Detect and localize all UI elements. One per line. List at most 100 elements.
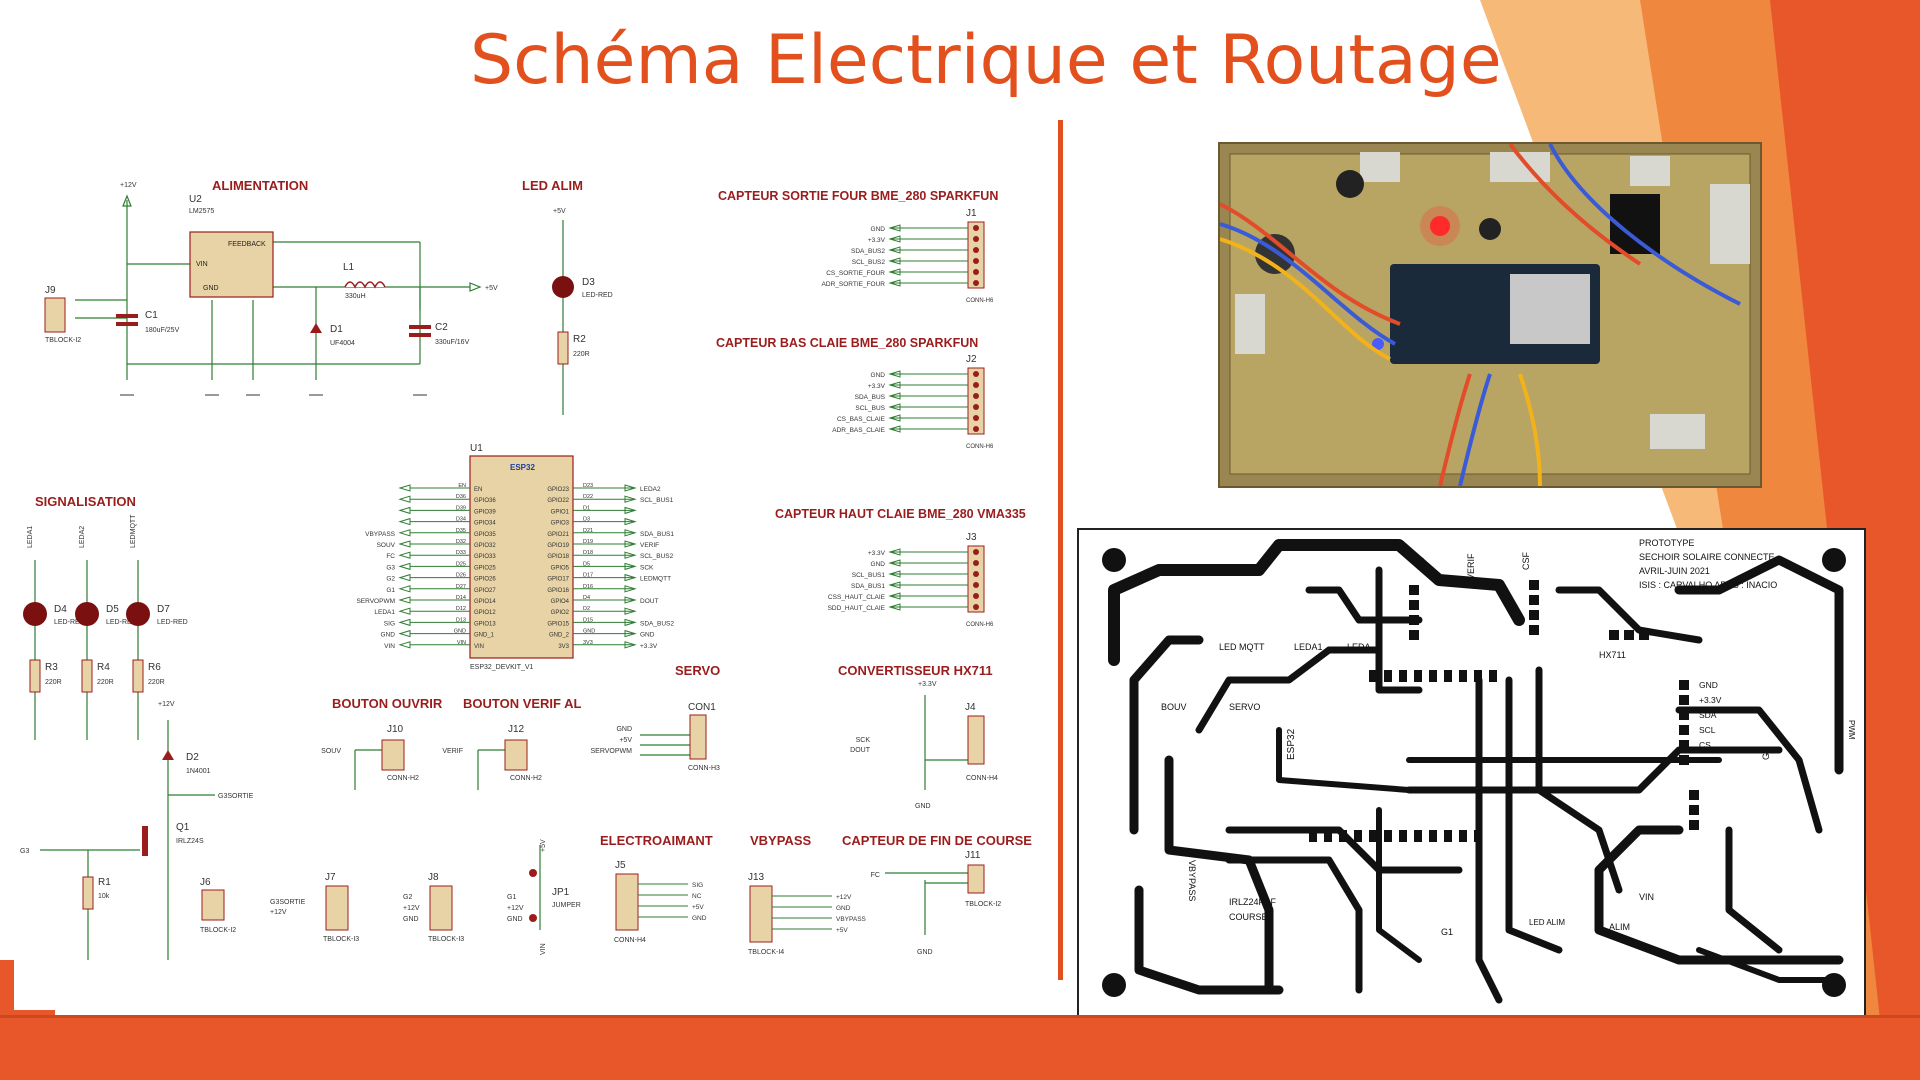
capteur_sortie-title: CAPTEUR SORTIE FOUR BME_280 SPARKFUN (718, 189, 998, 203)
r2-value: 220R (573, 351, 590, 358)
servo-connector (689, 714, 707, 760)
net-arrow-icon (624, 596, 637, 604)
capteur_bas-part: CONN-H6 (966, 444, 994, 450)
esp32-right-pin-num: D1 (583, 505, 590, 511)
d5-value: LED-RED (106, 619, 137, 626)
v5-out-label: +5V (485, 285, 498, 292)
j7-net-1: G2 (403, 894, 412, 901)
j10-ref: J10 (387, 724, 404, 735)
d3-value: LED-RED (582, 292, 613, 299)
net-arrow-icon (624, 607, 637, 615)
d4-ref: D4 (54, 604, 67, 615)
pcb-label-hx711: HX711 (1599, 650, 1626, 660)
j9-ref: J9 (45, 285, 56, 296)
connector-pin-icon (973, 582, 979, 588)
j4-part: CONN-H4 (966, 775, 998, 782)
net-arrow-icon (888, 235, 901, 243)
servo-net-5v: +5V (619, 737, 632, 744)
j7-net-3: GND (403, 916, 419, 923)
net-arrow-icon (624, 618, 637, 627)
electroaimant-net: GND (692, 915, 707, 922)
signalisation-title: SIGNALISATION (35, 494, 136, 509)
connector-pin-icon (973, 426, 979, 432)
j12-net: VERIF (442, 748, 463, 755)
net-arrow-icon (398, 596, 411, 604)
net-arrow-icon (398, 629, 411, 638)
net-arrow-icon (888, 414, 901, 422)
connector-pin-icon (973, 236, 979, 242)
signal-led-2: LEDA2 D5 LED-RED R4 220R (75, 526, 137, 693)
esp32-left-net: FC (386, 553, 395, 560)
pcb-right-pin-label: ADR (1699, 755, 1717, 765)
capacitor-c2-plate-icon (409, 333, 431, 337)
capteur_haut-net: SCL_BUS1 (852, 572, 886, 579)
net-arrow-icon (398, 562, 411, 571)
terminal-block-4-photo (1710, 184, 1750, 264)
esp32-right-pin: GPIO18 (547, 554, 569, 560)
esp32-left-pin: GPIO35 (474, 532, 496, 538)
d4-value: LED-RED (54, 619, 85, 626)
pcb-label-led-alim: LED ALIM (1529, 918, 1565, 927)
led-d5-icon (75, 602, 99, 626)
mosfet-q1-icon (142, 826, 148, 856)
pcb-label-led-mqtt: LED MQTT (1219, 642, 1265, 652)
pcb-info-line-4: ISIS : CARVALHO ARES : INACIO (1639, 580, 1777, 590)
u1-ref: U1 (470, 443, 483, 454)
esp32-left-pin: GPIO12 (474, 610, 496, 616)
pcb-label-hc: HC (1416, 557, 1426, 570)
esp32-pins: ENENGPIO36D36GPIO39D39GPIO34D34GPIO35D35… (356, 483, 674, 650)
net-arrow-icon (624, 573, 637, 582)
esp32-right-pin: GPIO1 (551, 509, 570, 515)
j8-net-3: GND (507, 916, 523, 923)
terminal-block-6-photo (1650, 414, 1705, 449)
capacitor-c1-plate-icon (116, 322, 138, 326)
vbypass-title: VBYPASS (750, 833, 811, 848)
connector-pin-icon (973, 371, 979, 377)
net-arrow-icon (398, 607, 411, 615)
j13-part: TBLOCK-I4 (748, 949, 784, 956)
esp32-label: ESP32 (510, 463, 535, 472)
d1-value: UF4004 (330, 340, 355, 347)
r3-value: 220R (45, 679, 62, 686)
net-arrow-icon (398, 641, 411, 649)
inductor-l1-icon (344, 281, 386, 289)
c2-value: 330uF/16V (435, 339, 470, 346)
net-arrow-icon (398, 506, 411, 515)
esp32-left-pin: GPIO27 (474, 588, 496, 594)
electroaimant-title: ELECTROAIMANT (600, 833, 713, 848)
capteur_sortie-part: CONN-H6 (966, 298, 994, 304)
q1-value: IRLZ24S (176, 838, 204, 845)
capteur_haut-net: +3.3V (868, 550, 886, 557)
esp32-left-pin-num: D39 (456, 505, 466, 511)
connector-pin-icon (973, 382, 979, 388)
capacitor-2-photo (1479, 218, 1501, 240)
esp32-left-net: SIG (384, 620, 395, 627)
j9-part: TBLOCK-I2 (45, 337, 81, 344)
capteur_bas-net: CS_BAS_CLAIE (837, 416, 886, 423)
esp32-left-pin-num: D14 (456, 595, 466, 601)
connector-pin-icon (973, 225, 979, 231)
gnd-pin: GND (203, 285, 219, 292)
esp32-left-pin: GPIO36 (474, 498, 496, 504)
esp32-left-pin-num: EN (458, 483, 466, 489)
esp32-left-pin-num: D34 (456, 517, 466, 523)
servo-net-gnd: GND (616, 726, 632, 733)
net-arrow-icon (624, 562, 637, 571)
bouton-ouvrir-title: BOUTON OUVRIR (332, 696, 443, 711)
net-arrow-icon (624, 641, 637, 649)
capteur_bas-net: +3.3V (868, 383, 886, 390)
hx711-sck: SCK (856, 737, 871, 744)
jp1-part: JUMPER (552, 902, 581, 909)
esp32-right-net: SCL_BUS2 (640, 553, 674, 560)
esp32-left-pin: EN (474, 487, 482, 493)
red-led-photo (1430, 216, 1450, 236)
esp32-right-net: SCK (640, 564, 654, 571)
esp32-left-pin-num: D27 (456, 584, 466, 590)
net-arrow-icon (888, 592, 901, 600)
j8-part: TBLOCK-I3 (428, 936, 464, 943)
net-arrow-icon (624, 495, 637, 503)
net-arrow-icon (888, 246, 901, 254)
j7-ref: J7 (325, 872, 336, 883)
j8-net-2: +12V (507, 905, 524, 912)
esp32-left-pin: GPIO34 (474, 521, 496, 527)
